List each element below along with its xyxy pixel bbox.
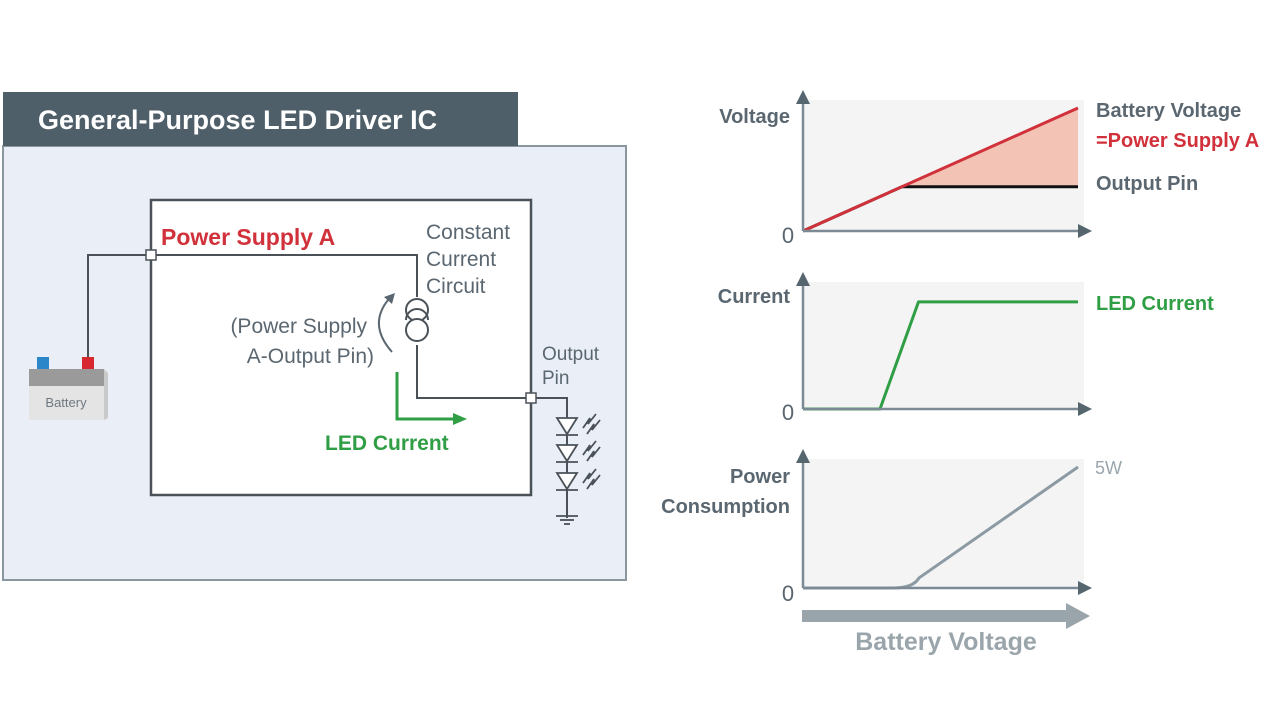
led-1-icon: [555, 413, 601, 436]
voltage-drop-label-line1: (Power Supply: [230, 315, 367, 338]
battery-label: Battery: [45, 395, 87, 410]
led-current-arrow-icon: [395, 372, 455, 421]
chart2-y-axis-arrow-icon: [796, 272, 810, 286]
led-3-icon: [555, 468, 601, 491]
chart2-x-axis-arrow-icon: [1078, 402, 1092, 416]
ic-title: General-Purpose LED Driver IC: [38, 105, 437, 135]
chart2-ylabel: Current: [718, 286, 791, 308]
voltage-drop-arrowhead-icon: [384, 293, 395, 304]
output-pin-node: [525, 392, 537, 404]
chart1-x-axis-arrow-icon: [1078, 224, 1092, 238]
battery-voltage-arrowhead-icon: [1066, 603, 1090, 629]
chart3-end-label: 5W: [1095, 458, 1122, 478]
battery-voltage-arrow-shaft: [802, 610, 1070, 622]
chart3-x-axis-arrow-icon: [1078, 581, 1092, 595]
chart1-y-axis-arrow-icon: [796, 90, 810, 104]
charts-panel: Voltage 0 Battery Voltage =Power Supply …: [661, 100, 1259, 656]
chart2-origin-label: 0: [782, 400, 794, 425]
chart3-background: [803, 459, 1084, 588]
chart1-series1-label-line1: Battery Voltage: [1096, 100, 1241, 122]
chart3-ylabel-line1: Power: [730, 466, 790, 488]
ccc-label-line2: Current: [426, 248, 496, 271]
chart1-series-1-line: [802, 106, 1079, 233]
ic-title-bar: [3, 92, 518, 146]
ic-inner-box: [149, 198, 533, 497]
chart2-series-label: LED Current: [1096, 293, 1214, 315]
chart1-series1-label-line2: =Power Supply A: [1096, 130, 1259, 152]
chart-marks: [796, 90, 1092, 595]
led-2-icon: [555, 440, 601, 463]
supply-pin-node: [145, 249, 157, 261]
led-string-icon: [555, 413, 601, 525]
battery-voltage-axis-label: Battery Voltage: [855, 628, 1037, 656]
output-pin-label-line2: Pin: [542, 368, 569, 389]
chart3-y-axis-arrow-icon: [796, 449, 810, 463]
chart3-ylabel-line2: Consumption: [661, 496, 790, 518]
ic-diagram: General-Purpose LED Driver IC Power Supp…: [2, 92, 627, 581]
power-supply-a-label: Power Supply A: [161, 224, 335, 250]
current-source-icon: [405, 298, 429, 342]
chart1-origin-label: 0: [782, 223, 794, 248]
battery-icon: Battery: [29, 357, 108, 420]
ccc-label-line1: Constant: [426, 221, 510, 244]
output-pin-label-line1: Output: [542, 344, 600, 365]
led-current-arrowhead-icon: [453, 413, 467, 425]
chart1-ylabel: Voltage: [719, 106, 790, 128]
chart3-origin-label: 0: [782, 581, 794, 606]
led-current-label: LED Current: [325, 432, 449, 455]
voltage-drop-arrow-icon: [378, 299, 393, 353]
voltage-drop-label-line2: A-Output Pin): [247, 345, 374, 368]
ccc-label-line3: Circuit: [426, 275, 486, 298]
ground-icon: [556, 515, 578, 525]
chart1-series2-label: Output Pin: [1096, 173, 1198, 195]
